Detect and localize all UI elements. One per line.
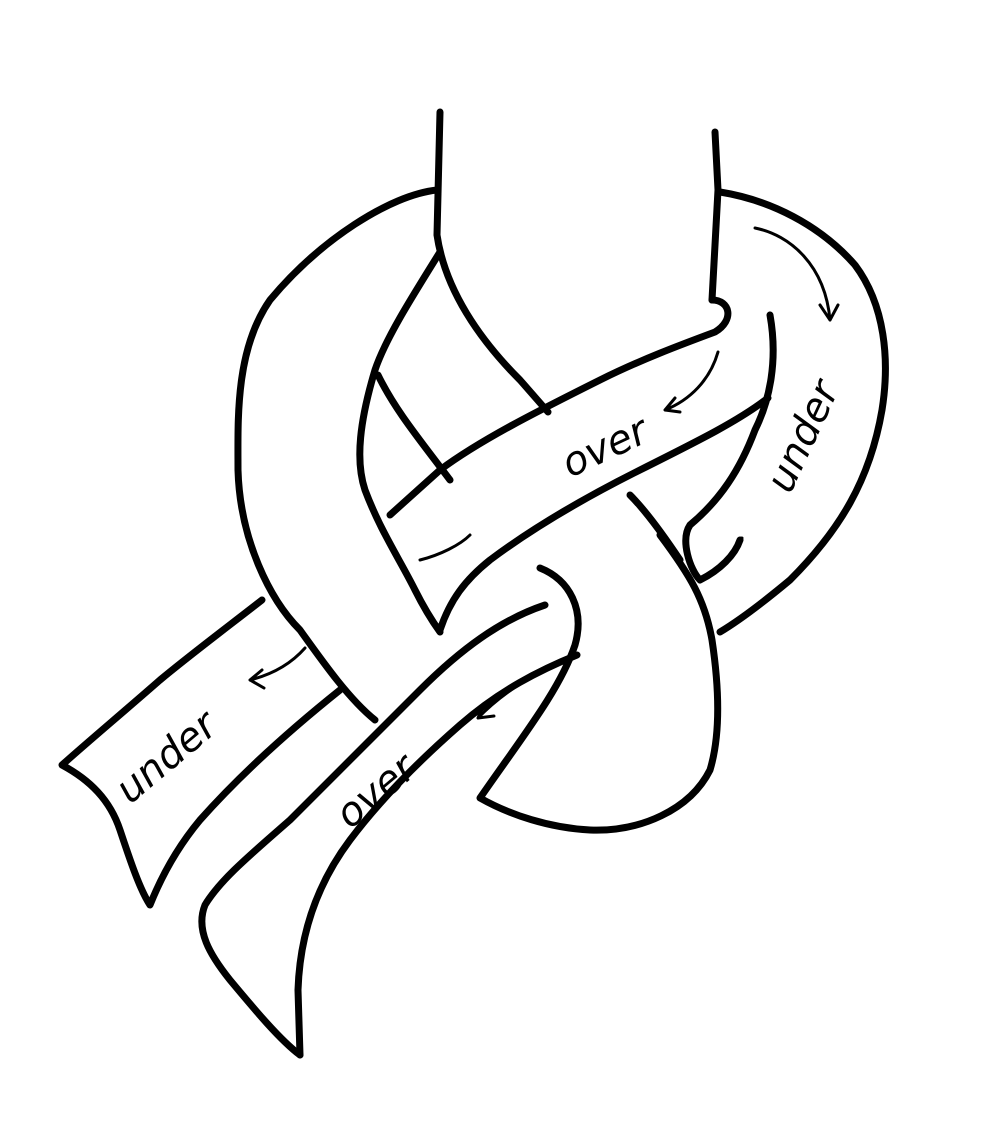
left-loop-inner xyxy=(356,248,444,636)
left-loop-outer xyxy=(234,186,441,724)
right-loop-inner xyxy=(682,311,777,584)
over-tail-top xyxy=(198,601,549,1059)
crossing-tick xyxy=(698,536,744,582)
upper-over-band-top xyxy=(386,296,732,519)
lower-loop xyxy=(476,531,722,834)
strand-top-right xyxy=(708,128,722,304)
upper-over-band-bottom xyxy=(436,394,772,634)
arrow-icon xyxy=(476,653,577,720)
strand-top-left xyxy=(433,108,552,416)
arrow-icon xyxy=(753,226,840,322)
crossing-tick xyxy=(418,533,472,562)
right-loop-outer xyxy=(716,188,889,636)
arrow-icon xyxy=(663,350,720,414)
label-over-lower: over xyxy=(327,743,427,837)
under-tail-top xyxy=(58,596,344,909)
arrow-icon xyxy=(248,646,307,690)
over-tail-bottom xyxy=(294,651,581,1059)
label-over-upper: over xyxy=(555,407,658,487)
label-under-left: under xyxy=(107,700,228,812)
inner-strand-segment xyxy=(374,371,454,484)
